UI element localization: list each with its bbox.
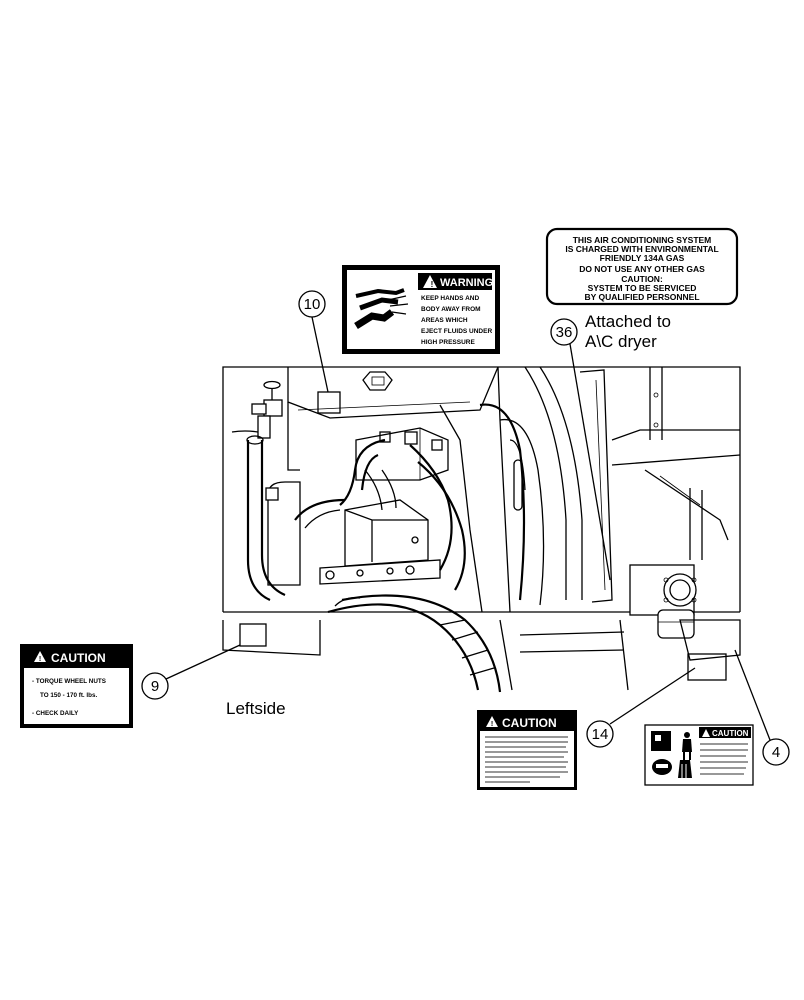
- warning-line1: KEEP HANDS AND: [421, 295, 479, 302]
- callout-4: 4: [734, 649, 790, 766]
- ac-decal-line7: BY QUALIFIED PERSONNEL: [584, 292, 699, 302]
- leftside-label: Leftside: [226, 699, 286, 718]
- caution-decal-14: ! CAUTION: [477, 710, 577, 790]
- fluid-injection-icon: [351, 275, 413, 345]
- caution-triangle-icon: [486, 716, 498, 727]
- decal-9-location: [239, 623, 267, 647]
- svg-text:!: !: [491, 721, 493, 728]
- valve: [231, 380, 283, 439]
- warning-line5: HIGH PRESSURE: [421, 339, 475, 346]
- attached-to-label-2: A\C dryer: [585, 332, 657, 351]
- svg-text:!: !: [431, 280, 434, 289]
- warning-header: WARNING: [440, 277, 493, 289]
- callout-14: 14: [586, 667, 696, 748]
- ac-decal-line4: DO NOT USE ANY OTHER GAS: [579, 264, 705, 274]
- svg-text:10: 10: [304, 296, 321, 313]
- caution-triangle-icon: [702, 729, 710, 737]
- lower-hose: [327, 594, 502, 693]
- attached-to-label-1: Attached to: [585, 312, 671, 331]
- warning-line2: BODY AWAY FROM: [421, 306, 481, 313]
- callout-9: 9: [141, 644, 241, 700]
- fill-cap: [362, 371, 393, 391]
- caution-decal-4: CAUTION: [644, 724, 754, 786]
- caution-14-header: CAUTION: [502, 716, 557, 730]
- callout-36: 36: [550, 318, 611, 581]
- torque-caution-header: CAUTION: [51, 651, 106, 665]
- ac-decal-line2: IS CHARGED WITH ENVIRONMENTAL: [565, 244, 718, 254]
- caution-4-header: CAUTION: [712, 729, 749, 738]
- decal-10-location: [317, 391, 341, 414]
- ac-system-decal: THIS AIR CONDITIONING SYSTEM IS CHARGED …: [545, 227, 739, 306]
- torque-line3: - CHECK DAILY: [32, 710, 79, 717]
- machine-illustration: [222, 366, 741, 693]
- torque-line1: - TORQUE WHEEL NUTS: [32, 678, 106, 685]
- ac-decal-line1: THIS AIR CONDITIONING SYSTEM: [573, 235, 712, 245]
- svg-text:14: 14: [592, 726, 609, 743]
- decal-14-location: [687, 653, 727, 681]
- svg-text:!: !: [39, 656, 41, 663]
- svg-text:9: 9: [151, 678, 159, 695]
- ac-decal-line5: CAUTION:: [621, 274, 663, 284]
- ppe-pictogram-icon: [651, 731, 692, 778]
- callout-10: 10: [298, 290, 329, 393]
- fine-print-lines: [485, 736, 568, 783]
- warning-line3: AREAS WHICH: [421, 317, 468, 324]
- warning-decal: ! WARNING KEEP HANDS AND BODY AWAY FROM …: [342, 265, 500, 354]
- warning-triangle-icon: [423, 275, 437, 288]
- svg-text:4: 4: [772, 744, 780, 761]
- fine-print-lines: [700, 743, 748, 775]
- pump-assembly: [319, 499, 441, 585]
- caution-triangle-icon: [34, 651, 46, 662]
- warning-line4: EJECT FLUIDS UNDER: [421, 328, 492, 335]
- torque-caution-decal: ! CAUTION - TORQUE WHEEL NUTS TO 150 - 1…: [20, 644, 133, 728]
- svg-text:36: 36: [556, 324, 573, 341]
- ac-decal-line3: FRIENDLY 134A GAS: [600, 253, 685, 263]
- ac-decal-line6: SYSTEM TO BE SERVICED: [588, 283, 697, 293]
- torque-line2: TO 150 - 170 ft. lbs.: [40, 692, 98, 699]
- motor-bracket: [629, 564, 697, 639]
